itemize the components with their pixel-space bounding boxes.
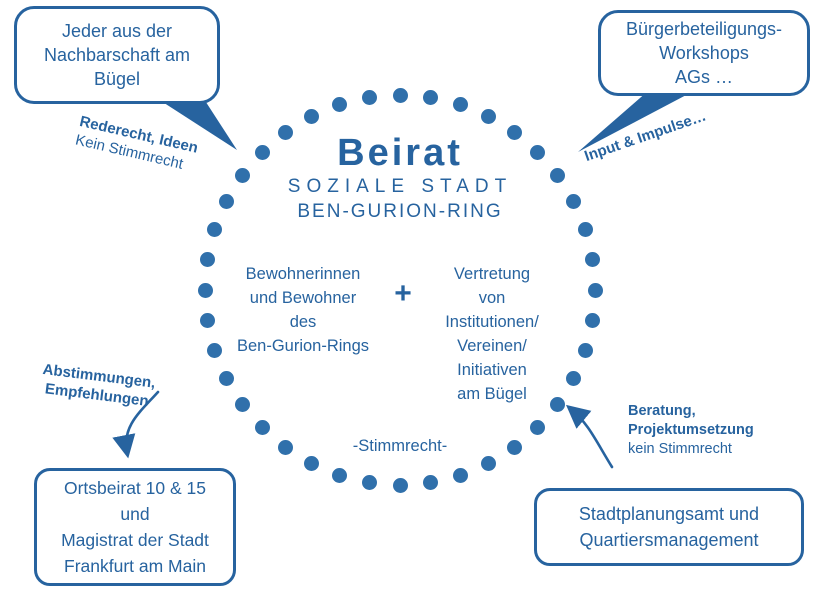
- dot: [452, 97, 468, 113]
- bubble-workshops-text: Bürgerbeteiligungs- Workshops AGs …: [625, 19, 783, 87]
- dot: [452, 467, 468, 483]
- dot: [423, 475, 438, 491]
- dot: [566, 193, 582, 209]
- box-stadtplanungsamt-text: Stadtplanungsamt und Quartiersmanagement: [578, 504, 760, 550]
- dot: [550, 167, 566, 183]
- arrow-to-circle-from-stadtplanungsamt: [566, 404, 614, 469]
- bubble-workshops: Bürgerbeteiligungs- Workshops AGs …: [598, 10, 810, 96]
- dot: [303, 456, 319, 472]
- bubble-neighbourhood: Jeder aus der Nachbarschaft am Bügel: [14, 6, 220, 104]
- dot: [207, 342, 223, 358]
- box-ortsbeirat-magistrat: Ortsbeirat 10 & 15 und Magistrat der Sta…: [34, 468, 236, 586]
- dot: [254, 144, 270, 160]
- dot: [566, 371, 582, 387]
- dot: [392, 87, 408, 103]
- dot: [530, 144, 546, 160]
- dot: [550, 397, 566, 413]
- center-subtitle-soziale-stadt: SOZIALE STADT: [287, 176, 513, 197]
- dot: [481, 108, 497, 124]
- dot: [507, 124, 523, 140]
- dot: [577, 222, 593, 238]
- dot: [507, 440, 523, 456]
- dot: [199, 313, 215, 328]
- dot: [303, 108, 319, 124]
- dot: [332, 467, 348, 483]
- dot: [218, 371, 234, 387]
- box-ortsbeirat-magistrat-text: Ortsbeirat 10 & 15 und Magistrat der Sta…: [61, 478, 209, 576]
- plus-sign: +: [394, 277, 412, 310]
- label-beratung: Beratung, Projektumsetzung kein Stimmrec…: [628, 402, 754, 459]
- members-residents-text: Bewohnerinnen und Bewohner des Ben-Gurio…: [236, 265, 370, 355]
- dot: [361, 475, 377, 491]
- center-subtitle-ben-gurion-ring: BEN-GURION-RING: [297, 201, 503, 222]
- dot: [277, 440, 293, 456]
- dot: [392, 477, 408, 493]
- dot: [423, 89, 438, 105]
- dot: [254, 420, 270, 436]
- dot: [218, 193, 234, 209]
- dot: [234, 397, 250, 413]
- dot: [585, 313, 601, 328]
- label-input-impulse: Input & Impulse…: [582, 107, 709, 166]
- label-rederecht-ideen: Rederecht, Ideen Kein Stimmrecht: [73, 112, 200, 176]
- dot: [530, 420, 546, 436]
- dot: [481, 456, 497, 472]
- dot: [361, 89, 377, 105]
- center-title: Beirat: [337, 132, 463, 174]
- dot: [207, 222, 223, 238]
- label-beratung-bold: Beratung, Projektumsetzung: [628, 403, 754, 438]
- dot: [277, 124, 293, 140]
- dot: [197, 282, 213, 298]
- box-stadtplanungsamt: Stadtplanungsamt und Quartiersmanagement: [534, 488, 804, 566]
- dot: [587, 282, 603, 298]
- bubble-neighbourhood-text: Jeder aus der Nachbarschaft am Bügel: [43, 21, 191, 89]
- dot: [234, 167, 250, 183]
- label-beratung-kein-stimmrecht: kein Stimmrecht: [628, 441, 732, 457]
- members-institutions-text: Vertretung von Institutionen/ Vereinen/ …: [445, 265, 539, 403]
- dot: [332, 97, 348, 113]
- label-abstimmungen-empfehlungen: Abstimmungen, Empfehlungen: [41, 360, 157, 410]
- voting-right-label: -Stimmrecht-: [352, 437, 448, 455]
- dot: [199, 251, 215, 267]
- dot: [585, 251, 601, 267]
- dot: [577, 342, 593, 358]
